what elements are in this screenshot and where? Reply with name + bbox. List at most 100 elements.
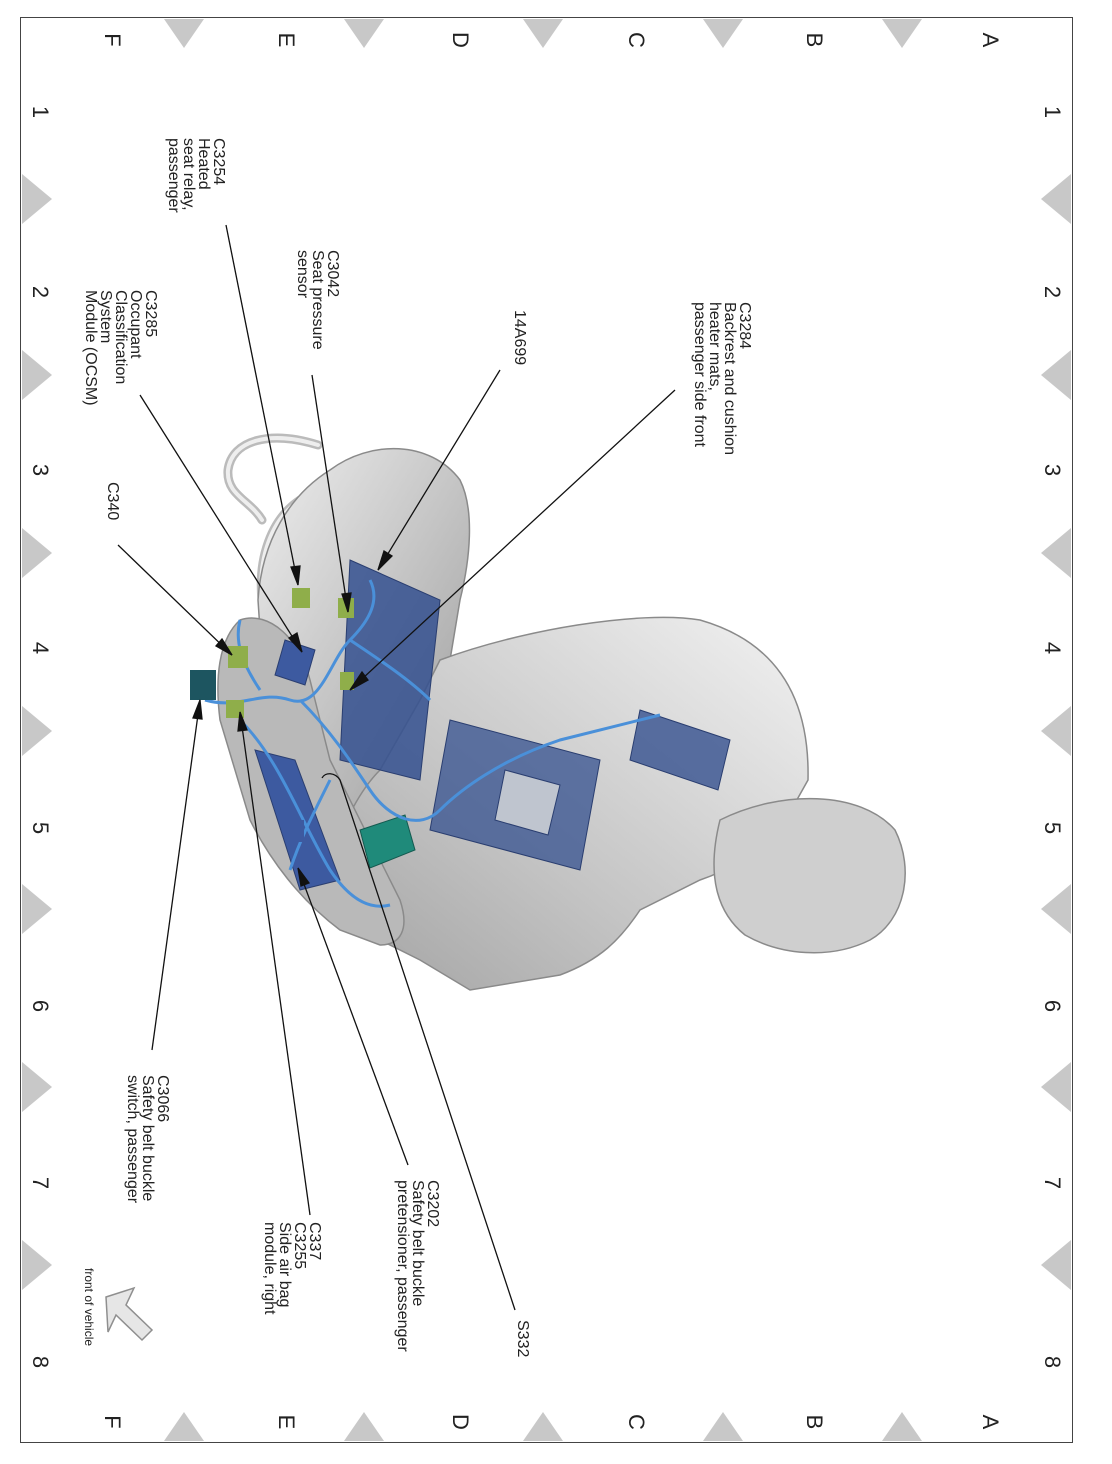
grid-marker: [1041, 1062, 1071, 1112]
callout-line: C3202: [424, 1180, 441, 1228]
grid-row-label: B: [802, 32, 827, 48]
grid-column-label: 5: [28, 821, 53, 835]
leader-line-c3285: [139, 394, 303, 653]
grid-markers: [22, 19, 1071, 1441]
safety-belt-buckle: [359, 814, 416, 869]
connector-c340: [228, 646, 248, 668]
grid-column-label: 3: [1040, 463, 1065, 477]
grid-marker: [703, 19, 743, 48]
leader-line-c3254: [225, 224, 299, 586]
leader-line-c3284: [349, 389, 676, 691]
callout-c3254: C3254 Heated seat relay, passenger: [165, 138, 227, 213]
grid-column-label: 4: [28, 641, 53, 655]
callout-line: Side air bag: [276, 1222, 293, 1308]
grid-row-label: C: [624, 1414, 649, 1430]
callout-line: Safety belt buckle: [409, 1180, 426, 1307]
callout-line: S332: [514, 1320, 531, 1358]
grid-row-label: B: [802, 1414, 827, 1430]
callout-line: passenger: [165, 138, 182, 213]
callout-14a699: 14A699: [511, 310, 528, 366]
diagram-frame: [20, 17, 1073, 1443]
grid-marker: [1041, 1240, 1071, 1290]
callout-line: Safety belt buckle: [139, 1075, 156, 1202]
grid-marker: [22, 174, 52, 224]
grid-marker: [1041, 174, 1071, 224]
connector-c3066: [190, 670, 216, 700]
callout-c3066: C3066 Safety belt buckle switch, passeng…: [124, 1075, 171, 1203]
arrowhead: [297, 867, 311, 887]
grid-row-label: D: [448, 32, 473, 48]
grid-row-label: A: [978, 32, 1003, 48]
callout-line: sensor: [294, 250, 311, 299]
backrest-heater-mat: [339, 559, 441, 781]
arrowhead: [341, 592, 352, 613]
callout-line: 14A699: [511, 310, 528, 366]
grid-column-label: 5: [1040, 821, 1065, 835]
grid-column-label: 3: [28, 463, 53, 477]
callout-c3042: C3042 Seat pressure sensor: [294, 250, 341, 350]
grid-column-label: 8: [28, 1355, 53, 1369]
grid-row-label: F: [100, 33, 125, 47]
arrow-icon: [105, 1286, 154, 1342]
arrowhead: [377, 550, 394, 571]
grid-marker: [523, 19, 563, 48]
cushion-mat-cutout: [494, 769, 561, 836]
grid-marker: [523, 1412, 563, 1441]
seat-illustration: [190, 433, 906, 991]
grid-marker: [22, 884, 52, 934]
grid-row-label: A: [978, 1414, 1003, 1430]
arrowhead: [287, 631, 303, 653]
leader-line-14a699: [377, 369, 501, 571]
leader-line-c340: [117, 544, 233, 656]
grid-marker: [703, 1412, 743, 1441]
connector-c3284: [340, 672, 354, 690]
arrowhead: [214, 637, 233, 656]
callout-line: System: [97, 290, 114, 344]
grid-column-label: 6: [28, 999, 53, 1013]
connector-c3202: [286, 820, 304, 842]
callout-c3202: C3202 Safety belt buckle pretensioner, p…: [394, 1180, 441, 1352]
grid-marker: [22, 706, 52, 756]
seat-pressure-sensor-pad: [629, 709, 731, 791]
callout-line: seat relay,: [180, 138, 197, 211]
callout-line: C3254: [210, 138, 227, 186]
seat-front-bolster: [713, 797, 906, 954]
ocsm-module: [274, 639, 316, 686]
leader-line-c3042: [311, 374, 349, 613]
leader-line-c337: [239, 711, 311, 1216]
callout-line: C340: [104, 482, 121, 521]
callout-line: Occupant: [127, 290, 144, 359]
grid-row-label: E: [274, 32, 299, 48]
grid-column-label: 1: [1040, 105, 1065, 119]
seat-side-panel: [217, 617, 405, 946]
grid-marker: [1041, 350, 1071, 400]
callout-line: passenger side front: [691, 302, 708, 447]
arrowhead: [192, 699, 203, 720]
callout-line: C337: [306, 1222, 323, 1261]
arrowhead: [349, 670, 369, 691]
grid-column-label: 2: [28, 285, 53, 299]
callout-line: pretensioner, passenger: [394, 1180, 411, 1352]
grid-row-label: D: [448, 1414, 473, 1430]
grid-marker: [22, 528, 52, 578]
grid-marker: [1041, 884, 1071, 934]
arrowhead: [237, 711, 248, 732]
callout-line: C3042: [324, 250, 341, 298]
callout-c3284: C3284 Backrest and cushion heater mats, …: [691, 302, 753, 455]
grid-column-label: 4: [1040, 641, 1065, 655]
leader-line-s332: [321, 773, 516, 1311]
callout-line: module, right: [261, 1222, 278, 1315]
grid-marker: [344, 1412, 384, 1441]
callout-line: C3285: [142, 290, 159, 338]
grid-column-label: 7: [1040, 1176, 1065, 1190]
grid-column-label: 1: [28, 105, 53, 119]
leader-line-c3202: [297, 867, 409, 1166]
grid-marker: [1041, 528, 1071, 578]
grid-marker: [22, 1240, 52, 1290]
grid-column-label: 7: [28, 1176, 53, 1190]
callout-line: Classification: [112, 290, 129, 385]
arrowhead: [290, 565, 301, 586]
callout-c3285: C3285 Occupant Classification System Mod…: [82, 290, 159, 406]
grid-marker: [164, 19, 204, 48]
callout-c340: C340: [104, 482, 121, 521]
